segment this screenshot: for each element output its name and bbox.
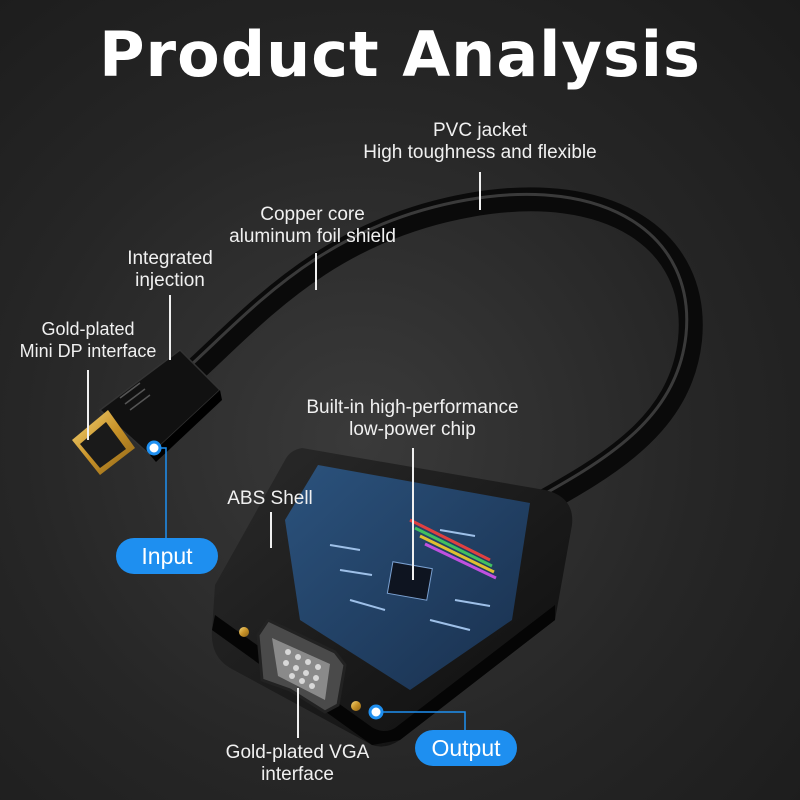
cable: [183, 187, 703, 527]
label-abs-shell: ABS Shell: [227, 488, 313, 509]
page-title: Product Analysis: [99, 18, 701, 91]
label-copper-core: Copper core aluminum foil shield: [229, 204, 396, 247]
output-marker-icon: [368, 704, 384, 720]
label-chip: Built-in high-performance low-power chip: [306, 397, 519, 440]
label-minidp-interface: Gold-plated Mini DP interface: [19, 319, 157, 361]
minidp-connector: [72, 349, 222, 475]
label-pvc-jacket: PVC jacket High toughness and flexible: [363, 120, 597, 163]
label-vga-interface: Gold-plated VGA interface: [225, 742, 370, 785]
input-badge: Input: [116, 538, 218, 574]
adapter-box: [211, 448, 573, 747]
input-marker-icon: [146, 440, 162, 456]
output-badge: Output: [415, 730, 517, 766]
label-integrated-injection: Integrated injection: [127, 248, 213, 291]
chip: [386, 561, 433, 601]
